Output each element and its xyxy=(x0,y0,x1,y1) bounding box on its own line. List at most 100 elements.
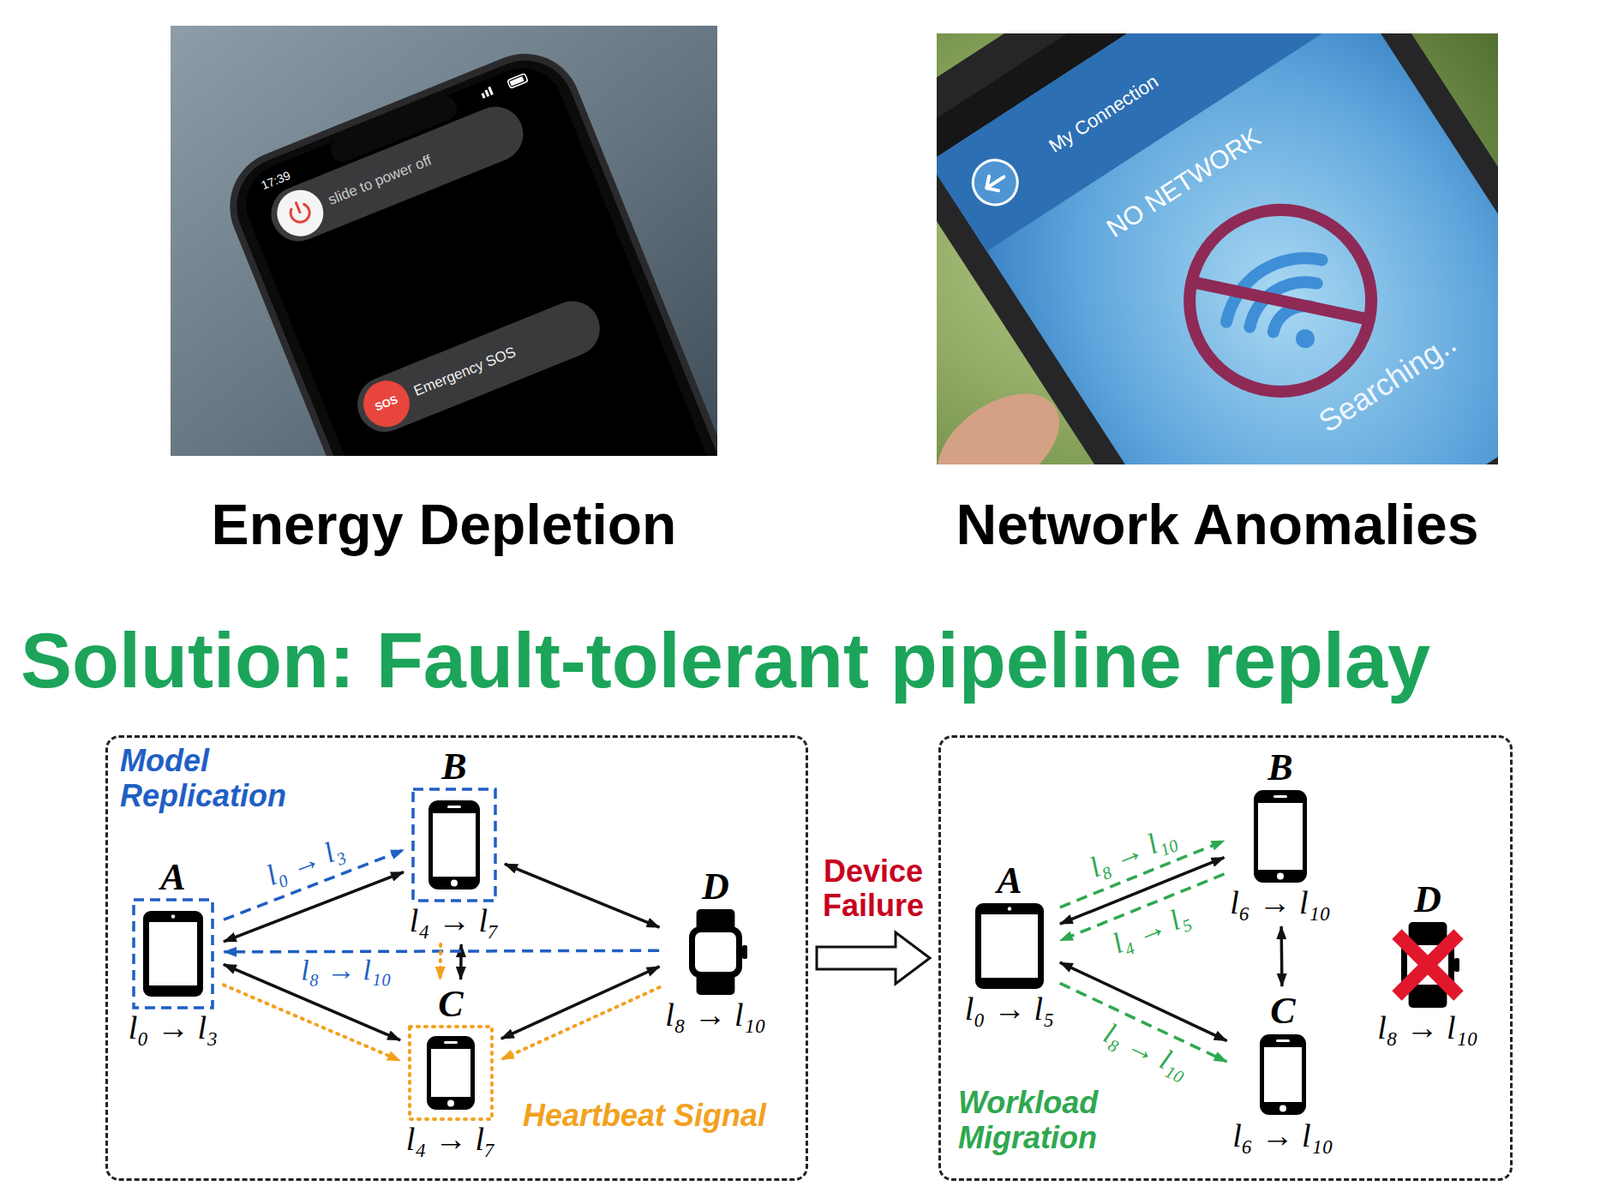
device-node: Al₀ → l₃ xyxy=(126,856,221,1048)
scenario-panel: Workload MigrationAl₀ → l₅Bl₆ → l₁₀Cl₆ →… xyxy=(938,735,1513,1181)
device-icon-drawing xyxy=(1256,1031,1310,1118)
thumb xyxy=(936,372,1079,465)
phone-illustration-part xyxy=(1292,325,1319,352)
phone-illustration-part xyxy=(982,169,1009,196)
phone-illustration-part xyxy=(221,45,718,456)
device-letter: C xyxy=(437,983,463,1025)
transfer-label: l₀ → l₃ xyxy=(258,832,352,894)
network-anomalies-photo xyxy=(936,33,1499,465)
phone-screen xyxy=(431,1048,471,1097)
phone-illustration-part xyxy=(481,92,486,99)
phone-illustration xyxy=(212,36,718,456)
phone-button xyxy=(1279,1105,1287,1113)
device-icon xyxy=(1256,1031,1310,1118)
device-icon xyxy=(1249,788,1312,885)
phone-illustration-part xyxy=(269,183,330,244)
phone-screen xyxy=(432,813,476,877)
device-icon xyxy=(131,898,215,1010)
device-letter: A xyxy=(160,856,186,899)
phone-illustration-part xyxy=(212,36,718,456)
status-time: 17:39 xyxy=(259,169,293,193)
phone-body xyxy=(1259,1034,1307,1115)
phone-body xyxy=(426,1036,475,1110)
annotation-text: Model Replication xyxy=(119,743,322,815)
phone-illustration-part xyxy=(964,151,1026,214)
device-icon xyxy=(677,907,755,997)
device-glyph xyxy=(689,909,748,995)
heartbeat-box xyxy=(409,1026,492,1120)
phone-speaker xyxy=(1276,1039,1290,1043)
slider-text: Emergency SOS xyxy=(412,344,519,401)
device-letter: D xyxy=(1414,879,1442,921)
phone-illustration-part xyxy=(507,73,528,90)
device-letter: B xyxy=(1267,747,1293,789)
device-letter: B xyxy=(441,746,467,788)
tablet-camera xyxy=(171,915,175,919)
failure-cross xyxy=(1396,934,1459,996)
watch-screen xyxy=(695,932,737,972)
link-arrow xyxy=(1060,857,1225,925)
photo-caption: Energy Depletion xyxy=(170,492,718,558)
phone-illustration-part xyxy=(936,33,1364,252)
device-glyph xyxy=(426,1036,475,1110)
layer-range: l₆ → l₁₀ xyxy=(1228,884,1333,923)
device-letter: A xyxy=(996,860,1022,902)
photo-caption: Network Anomalies xyxy=(936,492,1499,558)
phone-speaker xyxy=(443,1041,458,1044)
transfer-label: l₈ → l₁₀ xyxy=(1096,1015,1198,1086)
device-glyph xyxy=(975,903,1044,989)
device-glyph xyxy=(1396,922,1460,1008)
device-icon xyxy=(1384,920,1471,1010)
screen-status: Searching.. xyxy=(1312,325,1463,439)
layer-range: l₄ → l₇ xyxy=(407,902,502,941)
device-icon-drawing xyxy=(1384,920,1471,1010)
device-glyph xyxy=(1253,790,1307,883)
app-bar-title: My Connection xyxy=(1045,71,1163,157)
device-icon-drawing xyxy=(411,787,498,903)
phone-illustration-part xyxy=(356,373,417,434)
transition-arrow xyxy=(816,932,930,984)
phone-body xyxy=(428,800,480,890)
tablet-camera xyxy=(1007,907,1012,911)
phone-illustration-part xyxy=(1191,211,1369,390)
transfer-label: l₄ → l₅ xyxy=(1104,898,1198,961)
phone-illustration-part xyxy=(263,98,532,250)
device-node: Bl₄ → l₇ xyxy=(407,746,502,941)
tablet-screen xyxy=(981,914,1038,978)
device-node: Cl₆ → l₁₀ xyxy=(1230,990,1336,1156)
layer-range: l₆ → l₁₀ xyxy=(1230,1117,1336,1156)
link-arrow xyxy=(504,863,660,928)
layer-range: l₈ → l₁₀ xyxy=(663,996,768,1035)
device-glyph xyxy=(428,800,480,890)
device-icon-drawing xyxy=(970,901,1049,991)
screen-message: NO NETWORK xyxy=(1101,122,1265,243)
transfer-label: l₈ → l₁₀ xyxy=(1082,818,1185,885)
watch-body xyxy=(689,926,743,978)
photo-frame xyxy=(170,25,718,493)
device-icon xyxy=(407,1024,494,1121)
phone-speaker xyxy=(1273,795,1288,798)
slide-title: Solution: Fault-tolerant pipeline replay xyxy=(20,617,1431,707)
annotation-text: Workload Migration xyxy=(958,1084,1134,1157)
phone-illustration-part xyxy=(233,55,718,456)
device-node: Bl₆ → l₁₀ xyxy=(1228,747,1333,923)
phone-illustration-part xyxy=(348,293,608,441)
layer-range: l₀ → l₃ xyxy=(126,1009,221,1048)
phone-button xyxy=(1276,873,1284,881)
photo-card: Network Anomalies xyxy=(936,33,1499,558)
device-node: Dl₈ → l₁₀ xyxy=(1375,879,1481,1048)
device-letter: D xyxy=(701,866,730,908)
replica-box xyxy=(413,789,496,901)
device-icon xyxy=(970,901,1049,991)
device-letter: C xyxy=(1270,990,1295,1032)
phone-illustration-part xyxy=(484,89,490,98)
photo-card: Energy Depletion xyxy=(170,25,718,558)
phone-illustration-part xyxy=(288,203,312,225)
phone-illustration-part xyxy=(487,86,494,96)
device-icon-drawing xyxy=(677,907,755,997)
phone-screen xyxy=(1258,802,1303,870)
phone-button xyxy=(450,880,458,887)
device-icon-drawing xyxy=(131,898,215,1010)
